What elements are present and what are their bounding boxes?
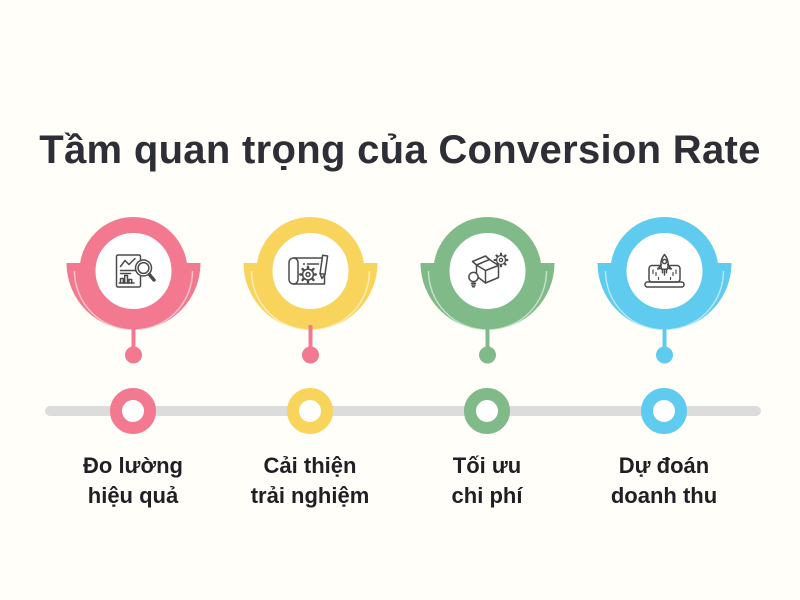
label-line: chi phí <box>451 482 523 508</box>
blueprint-gear-pencil-icon <box>287 254 328 285</box>
box-gear-bulb-icon <box>467 252 508 288</box>
module-do-luong-hieu-qua <box>66 217 200 364</box>
timeline-ring-4 <box>641 388 687 434</box>
label-line: Dự đoán <box>618 453 710 478</box>
label-line: trải nghiệm <box>250 482 370 508</box>
stem-dot <box>478 346 496 364</box>
stem-dot <box>124 346 142 364</box>
laptop-rocket-icon <box>643 253 685 288</box>
label-line: Tối ưu <box>452 453 522 478</box>
label-line: Cải thiện <box>263 453 357 478</box>
label-line: doanh thu <box>610 482 718 508</box>
timeline-ring-2 <box>287 388 333 434</box>
timeline-bar <box>45 406 761 416</box>
label-cai-thien-trai-nghiem: Cải thiện trải nghiệm <box>222 451 398 511</box>
label-toi-uu-chi-phi: Tối ưu chi phí <box>399 451 575 511</box>
label-line: Đo lường <box>83 453 183 478</box>
module-du-doan-doanh-thu <box>597 217 731 364</box>
stem-dot <box>301 346 319 364</box>
label-do-luong-hieu-qua: Đo lường hiệu quả <box>45 451 221 511</box>
chart-magnifier-icon <box>115 254 156 288</box>
label-du-doan-doanh-thu: Dự đoán doanh thu <box>576 451 752 511</box>
timeline-ring-1 <box>110 388 156 434</box>
stem-dot <box>655 346 673 364</box>
timeline-ring-3 <box>464 388 510 434</box>
page-title: Tầm quan trọng của Conversion Rate <box>39 127 761 172</box>
module-cai-thien-trai-nghiem <box>243 217 377 364</box>
label-line: hiệu quả <box>87 482 179 508</box>
module-toi-uu-chi-phi <box>420 217 554 364</box>
